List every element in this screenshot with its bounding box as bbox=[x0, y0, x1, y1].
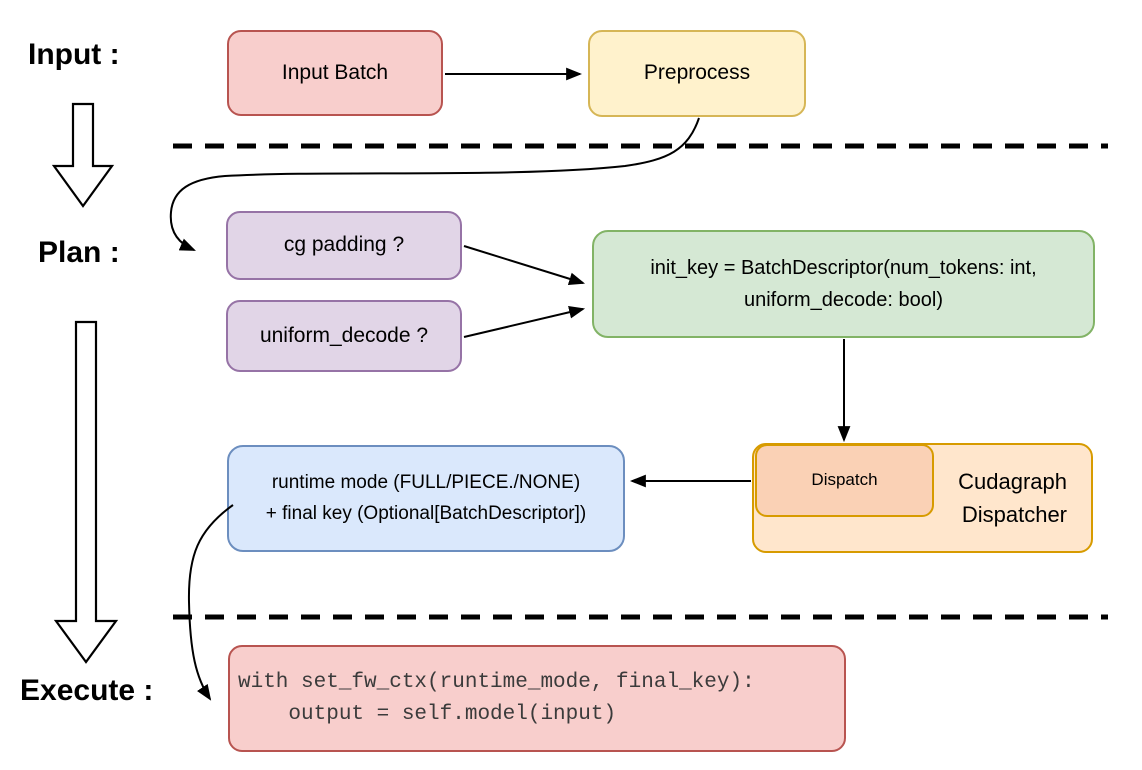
preprocess-label: Preprocess bbox=[643, 61, 751, 85]
input-batch-node: Input Batch bbox=[227, 30, 443, 116]
execute-code-line2: output = self.model(input) bbox=[238, 702, 617, 726]
preprocess-node: Preprocess bbox=[588, 30, 806, 117]
uniform-decode-node: uniform_decode ? bbox=[226, 300, 462, 372]
cudagraph-dispatcher-line1: Cudagraph bbox=[958, 469, 1067, 494]
execute-code-line1: with set_fw_ctx(runtime_mode, final_key)… bbox=[238, 671, 755, 694]
init-key-line2: uniform_decode: bool) bbox=[743, 289, 943, 311]
cg-padding-label: cg padding ? bbox=[283, 233, 405, 257]
dispatch-label: Dispatch bbox=[811, 470, 878, 490]
input-batch-label: Input Batch bbox=[281, 60, 389, 84]
cudagraph-dispatcher-line2: Dispatcher bbox=[961, 502, 1067, 527]
init-key-node: init_key = BatchDescriptor(num_tokens: i… bbox=[592, 230, 1095, 338]
execute-code-node: with set_fw_ctx(runtime_mode, final_key)… bbox=[228, 645, 846, 752]
runtime-mode-line1: runtime mode (FULL/PIECE./NONE) bbox=[271, 472, 581, 494]
plan-to-execute-arrow bbox=[53, 320, 119, 664]
arrow-uniformdecode-to-initkey bbox=[463, 305, 586, 338]
init-key-line1: init_key = BatchDescriptor(num_tokens: i… bbox=[650, 257, 1037, 279]
plan-phase-label: Plan : bbox=[38, 236, 120, 269]
runtime-mode-line2: + final key (Optional[BatchDescriptor]) bbox=[265, 502, 587, 524]
arrow-cgpadding-to-initkey bbox=[463, 245, 586, 285]
input-phase-label: Input : bbox=[28, 38, 120, 71]
uniform-decode-label: uniform_decode ? bbox=[259, 323, 429, 347]
dispatch-node: Dispatch bbox=[755, 444, 934, 517]
execute-phase-label: Execute : bbox=[20, 674, 154, 707]
cg-padding-node: cg padding ? bbox=[226, 211, 462, 280]
input-to-plan-arrow bbox=[51, 102, 115, 208]
runtime-mode-node: runtime mode (FULL/PIECE./NONE) + final … bbox=[227, 445, 625, 552]
